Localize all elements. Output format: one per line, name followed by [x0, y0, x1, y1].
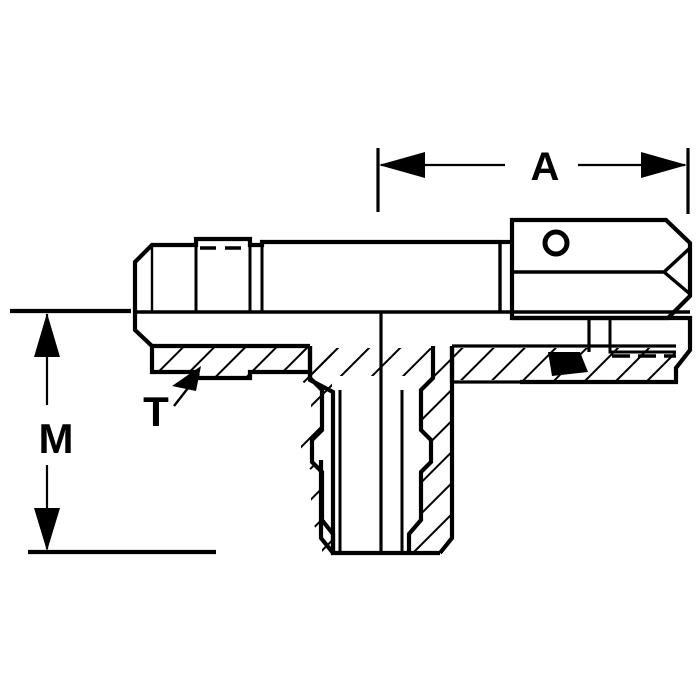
left-lower-outline: [132, 282, 310, 349]
dimension-a-label: A: [531, 145, 560, 189]
dimension-m-arrowhead-bottom: [34, 508, 60, 551]
dimension-a-arrowhead-right: [641, 152, 687, 178]
dimension-m-label: M: [39, 415, 74, 462]
branch-bore-lines: [338, 390, 404, 553]
nut-hole-circle: [542, 229, 570, 257]
dimension-a-arrowhead-left: [379, 152, 425, 178]
callout-t-label: T: [143, 388, 169, 435]
hatch-nut-section: [452, 348, 676, 380]
hatch-left-run-section: [152, 348, 433, 378]
dimension-m-arrowhead-top: [34, 313, 60, 357]
hex-nut-chamfer-lower: [662, 270, 692, 296]
left-end-upper-outline: [132, 236, 500, 282]
dimension-a: A: [376, 145, 690, 214]
dimension-m: M: [10, 308, 216, 555]
